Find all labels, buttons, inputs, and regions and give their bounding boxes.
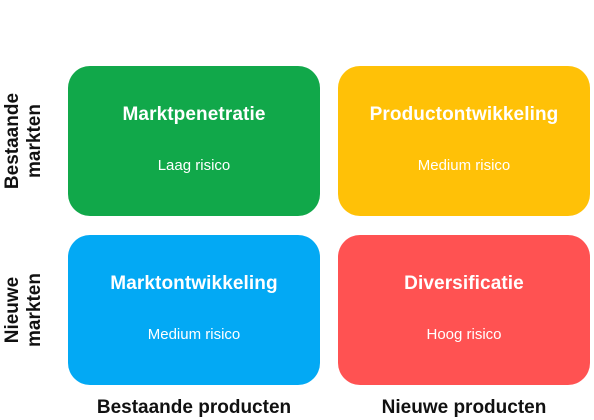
row-label-new-markets: Nieuwe markten	[2, 235, 46, 385]
quadrant-diversification: Diversificatie Hoog risico	[338, 235, 590, 385]
quadrant-market-development: Marktontwikkeling Medium risico	[68, 235, 320, 385]
quadrant-title: Diversificatie	[404, 273, 524, 294]
quadrant-risk-label: Laag risico	[157, 157, 231, 174]
row-label-line: Nieuwe	[2, 276, 23, 344]
quadrant-risk-label: Medium risico	[147, 326, 241, 343]
quadrant-risk-label: Medium risico	[417, 157, 511, 174]
quadrant-market-penetration: Marktpenetratie Laag risico	[68, 66, 320, 216]
quadrant-title: Marktontwikkeling	[110, 273, 278, 294]
quadrant-product-development: Productontwikkeling Medium risico	[338, 66, 590, 216]
row-label-line: Bestaande	[2, 92, 23, 190]
quadrant-risk-label: Hoog risico	[426, 326, 502, 343]
quadrant-title: Productontwikkeling	[369, 104, 559, 125]
column-label-existing-products: Bestaande producten	[96, 397, 292, 418]
column-label-new-products: Nieuwe producten	[381, 397, 547, 418]
row-label-existing-markets: Bestaande markten	[2, 66, 46, 216]
row-label-line: markten	[24, 273, 45, 347]
quadrant-title: Marktpenetratie	[122, 104, 266, 125]
row-label-line: markten	[24, 104, 45, 178]
